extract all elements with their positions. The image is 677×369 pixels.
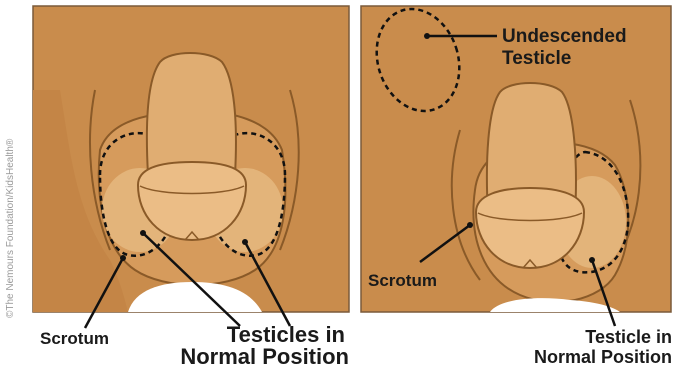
left-scrotum-label: Scrotum (40, 329, 109, 348)
left-panel (33, 6, 349, 328)
undescended-label-line1: Undescended (502, 26, 627, 47)
right-scrotum-pointer-dot (467, 222, 473, 228)
left-testicle-pointer-1-dot (140, 230, 146, 236)
left-penis-shaft (147, 53, 236, 175)
right-testicle-pointer-dot (589, 257, 595, 263)
right-testicle-label-line1: Testicle in (585, 327, 672, 347)
undescended-label-line2: Testicle (502, 48, 571, 69)
right-testicle-label-line2: Normal Position (534, 347, 672, 367)
left-testicle-pointer-2-dot (242, 239, 248, 245)
undescended-pointer-dot (424, 33, 430, 39)
right-scrotum-label: Scrotum (368, 271, 437, 290)
left-scrotum-pointer-dot (120, 255, 126, 261)
copyright-text: ©The Nemours Foundation/KidsHealth® (5, 138, 16, 318)
left-testicles-label-line2: Normal Position (180, 344, 349, 369)
